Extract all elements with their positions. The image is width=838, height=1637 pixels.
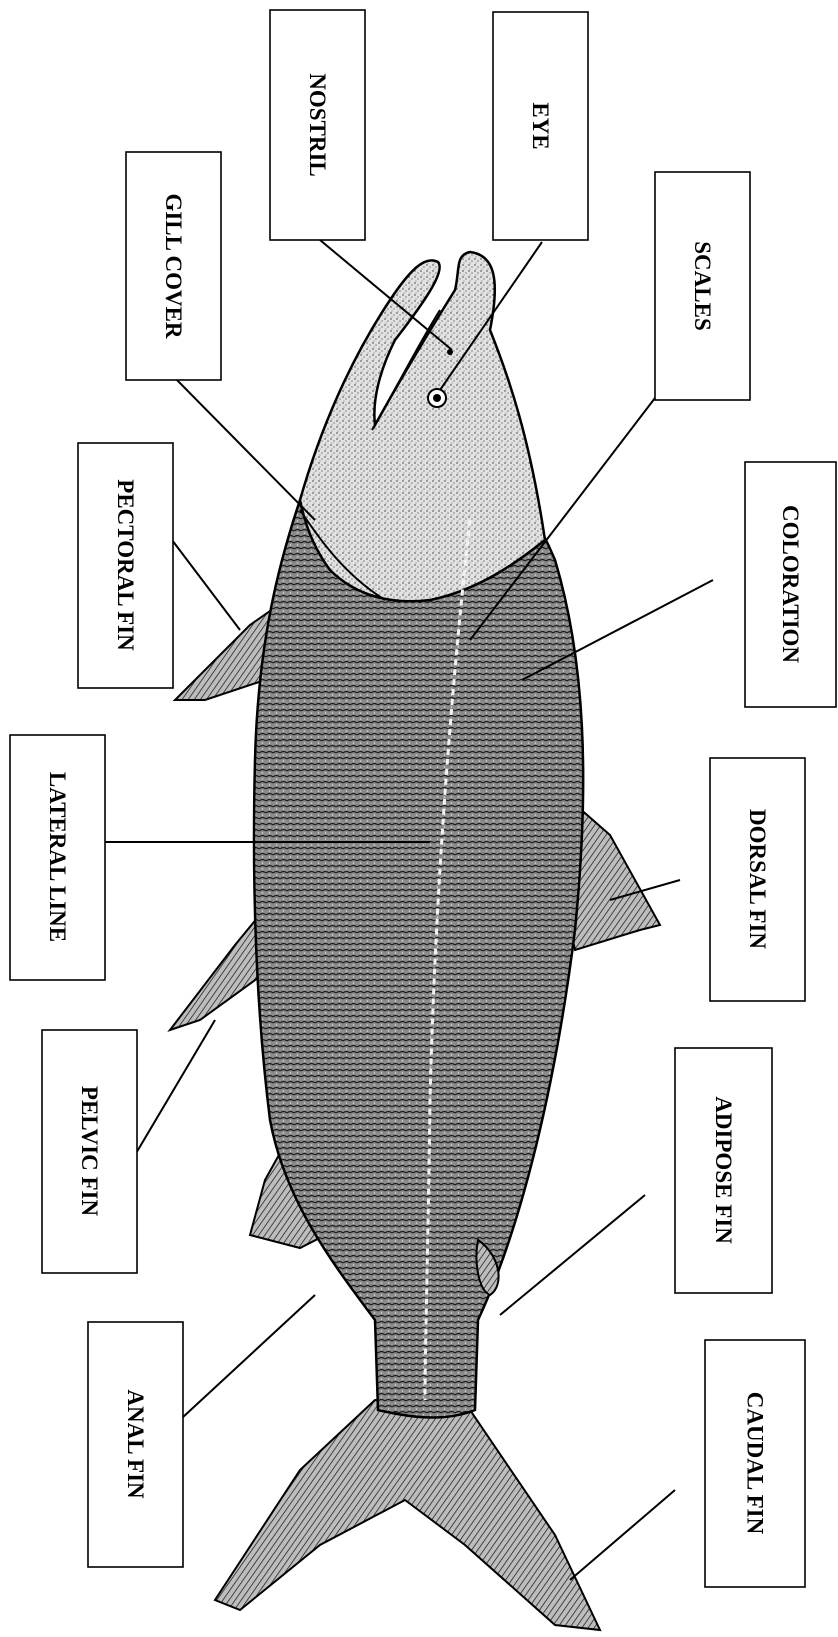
label-nostril-text: NOSTRIL <box>305 73 330 177</box>
label-coloration-text: COLORATION <box>778 505 803 663</box>
caudal-fin-shape <box>215 1400 600 1630</box>
leader-anal-fin <box>182 1295 315 1418</box>
label-lateral-line-text: LATERAL LINE <box>45 772 70 942</box>
leader-adipose-fin <box>500 1195 645 1315</box>
leader-pectoral-fin <box>172 540 240 630</box>
label-gill-cover: GILL COVER <box>126 152 221 380</box>
label-anal-fin-text: ANAL FIN <box>123 1389 148 1499</box>
leader-caudal-fin <box>570 1490 675 1580</box>
label-pectoral-fin: PECTORAL FIN <box>78 443 173 688</box>
label-pelvic-fin-text: PELVIC FIN <box>77 1086 102 1217</box>
label-scales-text: SCALES <box>690 241 715 330</box>
leader-gill-cover <box>175 378 315 520</box>
label-pelvic-fin: PELVIC FIN <box>42 1030 137 1273</box>
label-dorsal-fin: DORSAL FIN <box>710 758 805 1001</box>
label-adipose-fin: ADIPOSE FIN <box>675 1048 772 1293</box>
label-pectoral-fin-text: PECTORAL FIN <box>113 479 138 651</box>
label-caudal-fin-text: CAUDAL FIN <box>743 1392 768 1535</box>
label-eye: EYE <box>493 12 588 240</box>
label-caudal-fin: CAUDAL FIN <box>705 1340 805 1587</box>
label-eye-text: EYE <box>528 102 553 149</box>
label-dorsal-fin-text: DORSAL FIN <box>745 809 770 949</box>
label-gill-cover-text: GILL COVER <box>161 193 186 338</box>
leader-pelvic-fin <box>135 1020 215 1155</box>
label-coloration: COLORATION <box>745 462 836 707</box>
label-nostril: NOSTRIL <box>270 10 365 240</box>
fish-nostril <box>447 349 453 355</box>
fish-head <box>300 252 545 601</box>
fish-illustration <box>170 252 660 1630</box>
label-anal-fin: ANAL FIN <box>88 1322 183 1567</box>
label-scales: SCALES <box>655 172 750 400</box>
pelvic-fin-shape <box>170 905 268 1030</box>
label-lateral-line: LATERAL LINE <box>10 735 105 980</box>
label-adipose-fin-text: ADIPOSE FIN <box>711 1096 736 1244</box>
